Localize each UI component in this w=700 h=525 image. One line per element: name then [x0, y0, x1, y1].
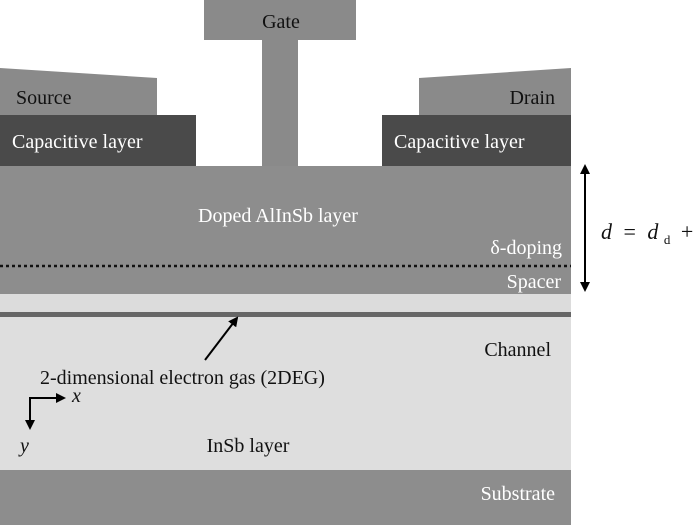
source-label: Source — [16, 87, 72, 109]
2deg-line — [0, 312, 571, 317]
capacitive-layer-right — [382, 115, 571, 166]
thickness-d: d — [601, 219, 613, 244]
thickness-plus: + — [681, 219, 693, 244]
doped-layer-label: Doped AlInSb layer — [198, 205, 358, 227]
capacitive-layer-left — [0, 115, 196, 166]
y-axis-label: y — [18, 435, 29, 457]
thickness-dd: d — [647, 219, 659, 244]
spacer-band — [0, 294, 571, 312]
doped-alinsb-layer — [0, 166, 571, 294]
drain-electrode — [419, 68, 571, 115]
insb-layer-label: InSb layer — [207, 435, 290, 457]
coordinate-axes — [25, 393, 66, 430]
spacer-label: Spacer — [507, 271, 562, 293]
thickness-equation: d = d d + d i — [601, 219, 700, 249]
gate-electrode — [204, 0, 356, 166]
gate-head — [204, 0, 356, 40]
2deg-arrow — [204, 316, 239, 361]
drain-label: Drain — [509, 87, 555, 109]
capacitive-layer-right-label: Capacitive layer — [394, 131, 525, 153]
insb-channel-layer — [0, 317, 571, 470]
source-electrode — [0, 68, 157, 115]
thickness-eq: = — [624, 219, 636, 244]
thickness-dd-sub: d — [664, 232, 671, 247]
gate-label: Gate — [262, 11, 300, 33]
x-axis-label: x — [71, 385, 81, 407]
substrate-layer — [0, 470, 571, 525]
substrate-label: Substrate — [481, 483, 556, 505]
2deg-label: 2-dimensional electron gas (2DEG) — [40, 367, 325, 389]
gate-stem — [262, 40, 298, 166]
capacitive-layer-left-label: Capacitive layer — [12, 131, 143, 153]
channel-label: Channel — [484, 339, 551, 361]
delta-doping-label: δ-doping — [490, 237, 562, 259]
